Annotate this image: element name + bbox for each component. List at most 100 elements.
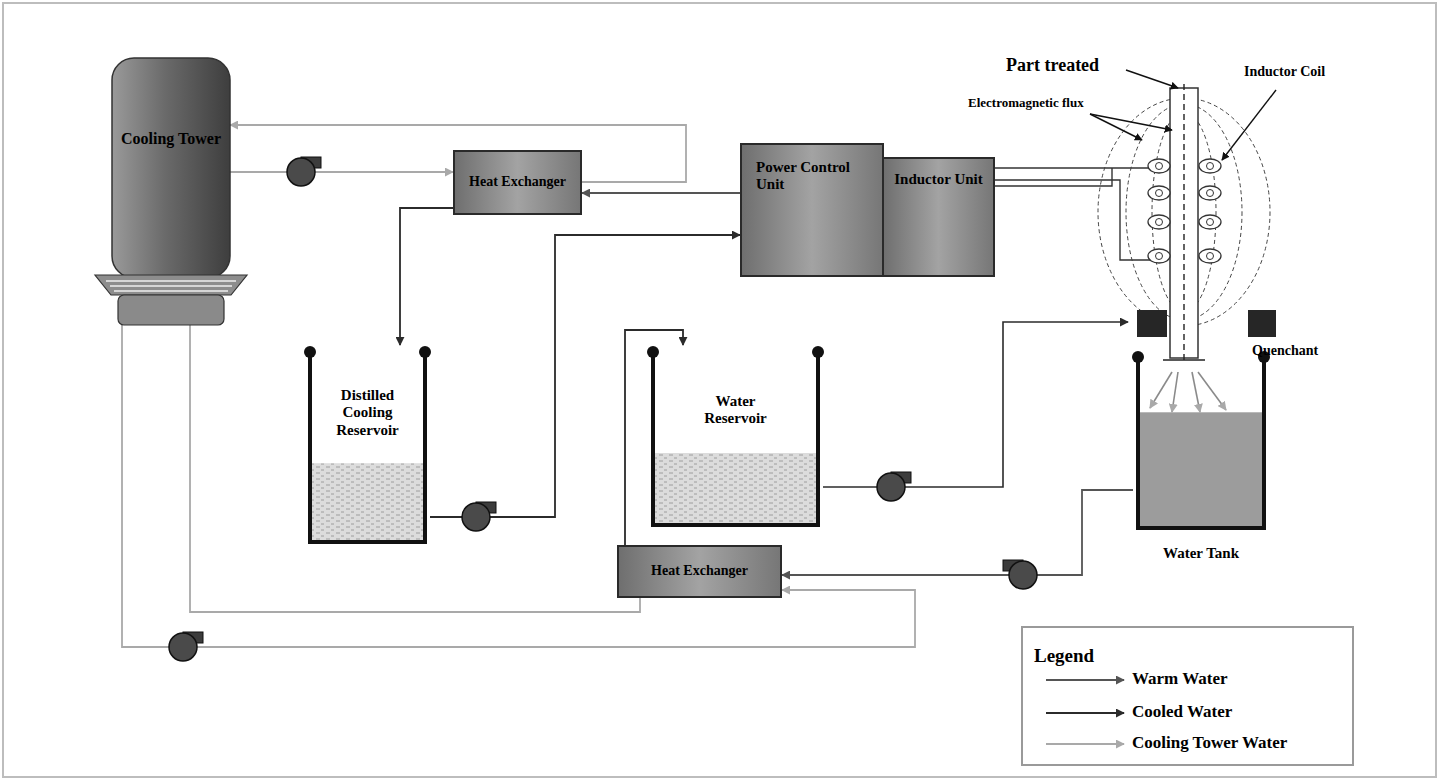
tank-outline <box>647 346 659 358</box>
inductor-coil <box>1156 219 1163 226</box>
legend-arrow <box>1046 679 1124 681</box>
inductor-coil <box>1148 215 1170 229</box>
treated-part <box>1183 84 1184 362</box>
pump <box>169 632 203 661</box>
text-holder: Water Tank <box>1113 545 1289 562</box>
quench-nozzle <box>1248 310 1276 337</box>
pump <box>877 472 911 501</box>
text-holder: Water Reservoir <box>648 393 823 428</box>
quench-nozzle <box>1137 310 1167 337</box>
tank-outline <box>419 346 431 358</box>
inductor-coil <box>1148 186 1170 200</box>
leader-line <box>1090 70 1276 160</box>
pump <box>169 633 197 661</box>
inductor-coil <box>1156 253 1163 260</box>
inductor-coil <box>1199 159 1221 173</box>
pump <box>287 157 321 186</box>
legend-entry: Cooling Tower Water <box>1132 734 1287 753</box>
node-label: Inductor Unit <box>892 171 985 188</box>
part-label: Quenchant <box>1252 343 1318 358</box>
legend-entry: Warm Water <box>1132 670 1228 689</box>
inductor-wire <box>993 167 1152 168</box>
node-label: Heat Exchanger <box>651 563 748 579</box>
tank-outline <box>653 453 818 525</box>
legend-entry: Cooled Water <box>1132 703 1232 722</box>
quench-pipe <box>905 322 1128 487</box>
leader-line <box>1126 70 1178 88</box>
legend-box <box>1022 627 1353 765</box>
inductor-coil <box>1148 159 1221 263</box>
inductor-coil <box>1207 163 1214 170</box>
water-tank: Water Tank <box>1133 350 1269 562</box>
inductor-coil <box>1156 163 1163 170</box>
quench-spray <box>1150 372 1226 412</box>
tank-outline <box>1138 357 1264 528</box>
cooling-tower: Cooling Tower <box>112 58 230 278</box>
inductor-coil <box>1148 249 1170 263</box>
text-holder: Power Control Unit <box>742 145 882 200</box>
inductor-coil <box>1207 190 1214 197</box>
heat-exchanger: Heat Exchanger <box>617 545 782 598</box>
legend-arrow <box>1046 712 1124 714</box>
pipe-connector <box>400 208 453 345</box>
inductor-wire <box>993 168 1112 186</box>
tower-outline <box>112 58 230 278</box>
legend-sample <box>1046 680 1124 744</box>
node-label: Power Control Unit <box>756 159 872 194</box>
pipe-connector <box>582 192 740 194</box>
part-label: Electromagnetic flux <box>968 96 1084 110</box>
inductor-coil <box>1199 215 1221 229</box>
text-holder: Distilled Cooling Reservoir <box>305 387 430 439</box>
quench-pipe <box>823 486 880 488</box>
tank-outline <box>304 346 316 358</box>
quench-pipe <box>823 322 1128 487</box>
legend-title: Legend <box>1034 646 1094 667</box>
text-holder: Inductor Unit <box>884 159 993 200</box>
inductor-coil <box>1207 219 1214 226</box>
part-label: Part treated <box>1006 56 1099 76</box>
text-holder: Heat Exchanger <box>463 170 572 194</box>
inductor-wire <box>993 180 1152 260</box>
quench-spray <box>1198 372 1226 410</box>
heat-exchanger: Heat Exchanger <box>453 150 582 215</box>
tank-outline <box>812 346 824 358</box>
pump <box>462 503 490 531</box>
pipe-connector <box>190 278 640 612</box>
text-holder: Cooling Tower <box>112 130 230 148</box>
tank-outline <box>1138 412 1264 528</box>
leader-line <box>1090 114 1142 140</box>
leader-line <box>1090 114 1172 130</box>
pump <box>877 473 905 501</box>
quench-spray <box>1172 372 1178 412</box>
inductor-coil <box>1156 190 1163 197</box>
inductor-coil <box>1199 249 1221 263</box>
tank-outline <box>310 463 425 542</box>
tank-outline <box>653 352 818 525</box>
inductor-coil <box>1199 186 1221 200</box>
pipe-connector <box>230 171 453 173</box>
treated-part <box>1163 359 1205 360</box>
tank-outline <box>310 352 425 542</box>
text-holder: Heat Exchanger <box>645 559 754 583</box>
tank-outline <box>648 345 823 525</box>
tower-outline <box>95 275 247 295</box>
tank-outline <box>305 345 430 542</box>
node-label: Water Tank <box>1113 545 1289 562</box>
power-control-unit: Power Control Unit <box>740 143 884 277</box>
pump <box>169 157 1037 661</box>
tank-outline <box>1133 350 1269 562</box>
node-label: Distilled Cooling Reservoir <box>315 387 420 439</box>
tower-outline <box>118 295 224 325</box>
pipe-connector <box>122 278 915 647</box>
cooling-reservoir: Distilled Cooling Reservoir <box>305 345 430 542</box>
inductor-unit: Inductor Unit <box>882 157 995 277</box>
water-reservoir: Water Reservoir <box>648 345 823 525</box>
quench-spray <box>1192 372 1200 412</box>
legend-arrow <box>1046 743 1124 745</box>
pump <box>1009 561 1037 589</box>
tower-outline <box>112 58 230 278</box>
node-label: Water Reservoir <box>692 393 779 428</box>
tower-outline <box>106 281 236 291</box>
part-label: Inductor Coil <box>1244 64 1325 79</box>
